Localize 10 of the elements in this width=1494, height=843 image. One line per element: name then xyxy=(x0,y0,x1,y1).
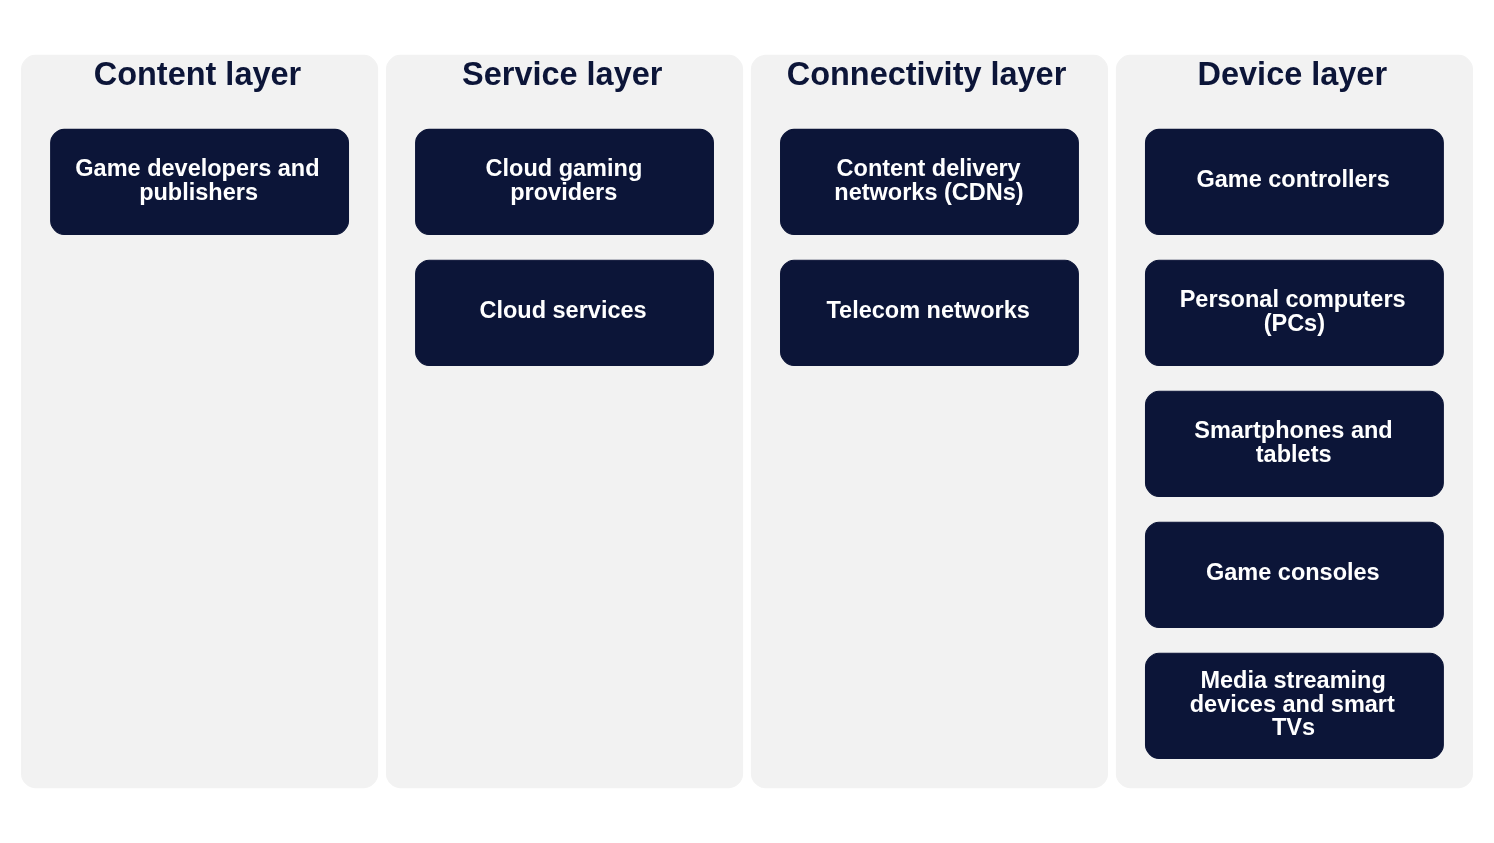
node-box: Game controllers xyxy=(1144,128,1444,236)
node-box: Telecom networks xyxy=(780,259,1079,367)
node-box: Smartphones and tablets xyxy=(1144,390,1444,498)
node-box: Media streaming devices and smart TVs xyxy=(1144,652,1444,759)
node-box: Game consoles xyxy=(1144,521,1444,629)
node-box: Game developers and publishers xyxy=(50,128,350,236)
node-box: Cloud services xyxy=(415,259,714,367)
node-box: Personal computers (PCs) xyxy=(1144,259,1444,367)
node-box: Content delivery networks (CDNs) xyxy=(780,128,1079,236)
node-box: Cloud gaming providers xyxy=(415,128,714,236)
